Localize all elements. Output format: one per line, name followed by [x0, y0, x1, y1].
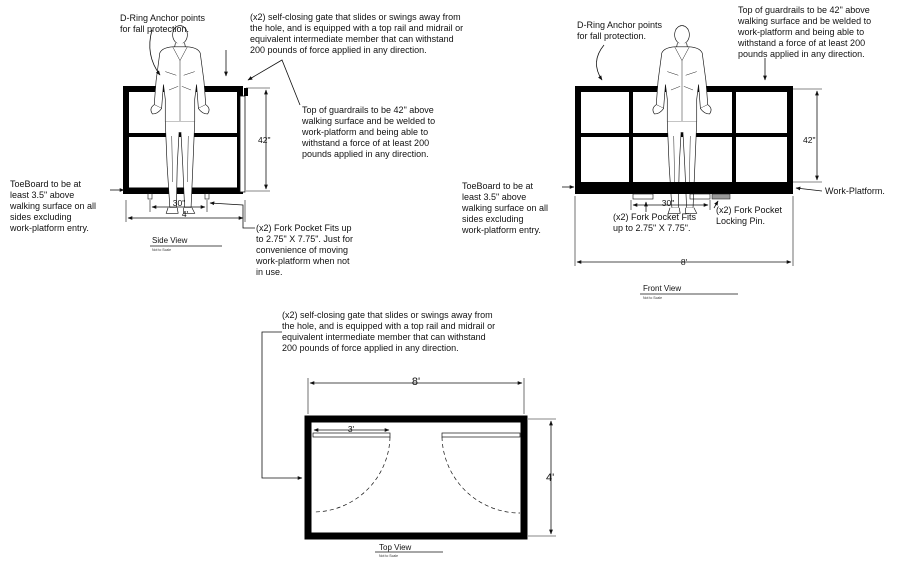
side-scale-note: Not to Scale	[152, 248, 171, 252]
front-toeboard	[575, 182, 793, 194]
front-dim-30: 30"	[662, 198, 674, 208]
top-platform-outline	[304, 415, 528, 540]
top-gate-note: (x2) self-closing gate that slides or sw…	[282, 310, 495, 353]
front-locking-pin	[711, 193, 731, 200]
top-view-caption: Top View	[379, 543, 412, 552]
front-dim-42: 42"	[803, 135, 815, 145]
top-gate-right	[441, 432, 521, 438]
side-gate	[239, 95, 246, 193]
side-dim-42: 42"	[258, 135, 270, 145]
top-dim-3: 3'	[348, 424, 355, 434]
front-view-caption: Front View	[643, 284, 681, 293]
top-gate-right-swing	[441, 436, 521, 514]
front-dim-8: 8'	[681, 257, 688, 267]
top-gate-left	[312, 432, 391, 438]
top-scale-note: Not to Scale	[379, 554, 398, 558]
top-dim-4: 4'	[546, 472, 554, 484]
side-dim-30: 30"	[173, 198, 185, 208]
front-fork-pocket-right	[689, 193, 711, 200]
front-platform-note: Work-Platform.	[825, 186, 885, 196]
top-gate-left-swing	[312, 436, 391, 513]
worker-figure-side	[150, 25, 210, 214]
side-view-caption: Side View	[152, 236, 188, 245]
front-fork-pocket-left	[632, 193, 654, 200]
front-scale-note: Not to Scale	[643, 296, 662, 300]
top-dim-8: 8'	[412, 376, 420, 388]
top-view: (x2) self-closing gate that slides or sw…	[261, 310, 556, 558]
side-gate-note: (x2) self-closing gate that slides or sw…	[250, 12, 463, 55]
side-fork-pocket-left	[147, 192, 153, 200]
side-fork-pocket-right	[204, 192, 210, 200]
side-dim-4: 4'	[182, 209, 189, 219]
